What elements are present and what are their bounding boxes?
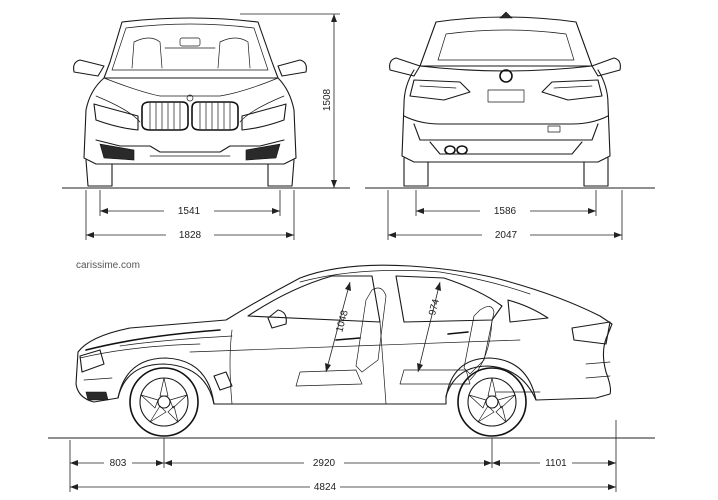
front-headroom-label: 1048 — [334, 309, 350, 334]
front-track-label: 1541 — [178, 206, 201, 217]
length-label: 4824 — [314, 482, 337, 493]
rear-badge-icon — [499, 69, 513, 83]
rear-track-label: 1586 — [494, 206, 517, 217]
side-view — [75, 264, 613, 405]
wheelbase-label: 2920 — [313, 458, 336, 469]
front-overhang-label: 803 — [110, 458, 127, 469]
height-label: 1508 — [322, 88, 333, 111]
width-mirrors-label: 2047 — [495, 230, 518, 241]
watermark: carissime.com — [76, 260, 140, 271]
rear-wheel — [457, 367, 527, 437]
rear-overhang-label: 1101 — [545, 458, 567, 469]
exhaust-left — [444, 145, 456, 155]
front-view — [73, 17, 307, 187]
front-wheel — [129, 367, 199, 437]
dimension-lines — [69, 13, 623, 492]
rear-window — [395, 275, 503, 323]
ground-lines — [48, 187, 655, 439]
rear-headroom-label: 974 — [427, 297, 442, 316]
front-badge-icon — [186, 94, 194, 102]
width-label: 1828 — [179, 230, 202, 241]
grille-slats — [149, 102, 231, 130]
rear-view — [389, 11, 621, 187]
exhaust-right — [456, 145, 468, 155]
front-window — [247, 275, 381, 323]
